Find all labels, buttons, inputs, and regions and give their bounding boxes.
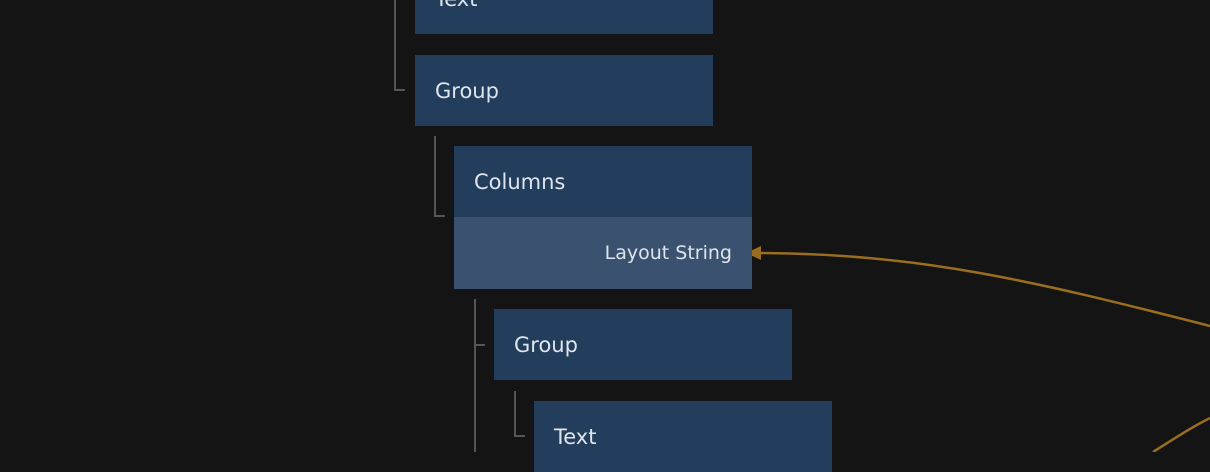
node-text[interactable]: Text <box>534 401 832 472</box>
property-layout-string[interactable]: Layout String <box>454 217 752 289</box>
node-columns[interactable]: Columns Layout String <box>454 146 752 289</box>
node-title: Text <box>554 424 597 449</box>
node-text[interactable]: Text <box>415 0 713 34</box>
connection-wire[interactable] <box>759 251 1210 328</box>
connection-wire[interactable] <box>1152 416 1210 452</box>
tree-connector <box>514 391 525 437</box>
node-group[interactable]: Group <box>415 55 713 126</box>
node-title: Text <box>415 0 713 34</box>
graph-lines <box>394 0 1210 452</box>
node-title: Group <box>435 78 499 103</box>
tree-connector <box>394 0 405 91</box>
node-title: Group <box>514 332 578 357</box>
node-group[interactable]: Group <box>494 309 792 380</box>
arrow-left-icon <box>746 246 761 260</box>
tree-connector <box>434 136 445 217</box>
node-title: Columns <box>474 169 566 194</box>
tree-connector <box>474 299 485 452</box>
